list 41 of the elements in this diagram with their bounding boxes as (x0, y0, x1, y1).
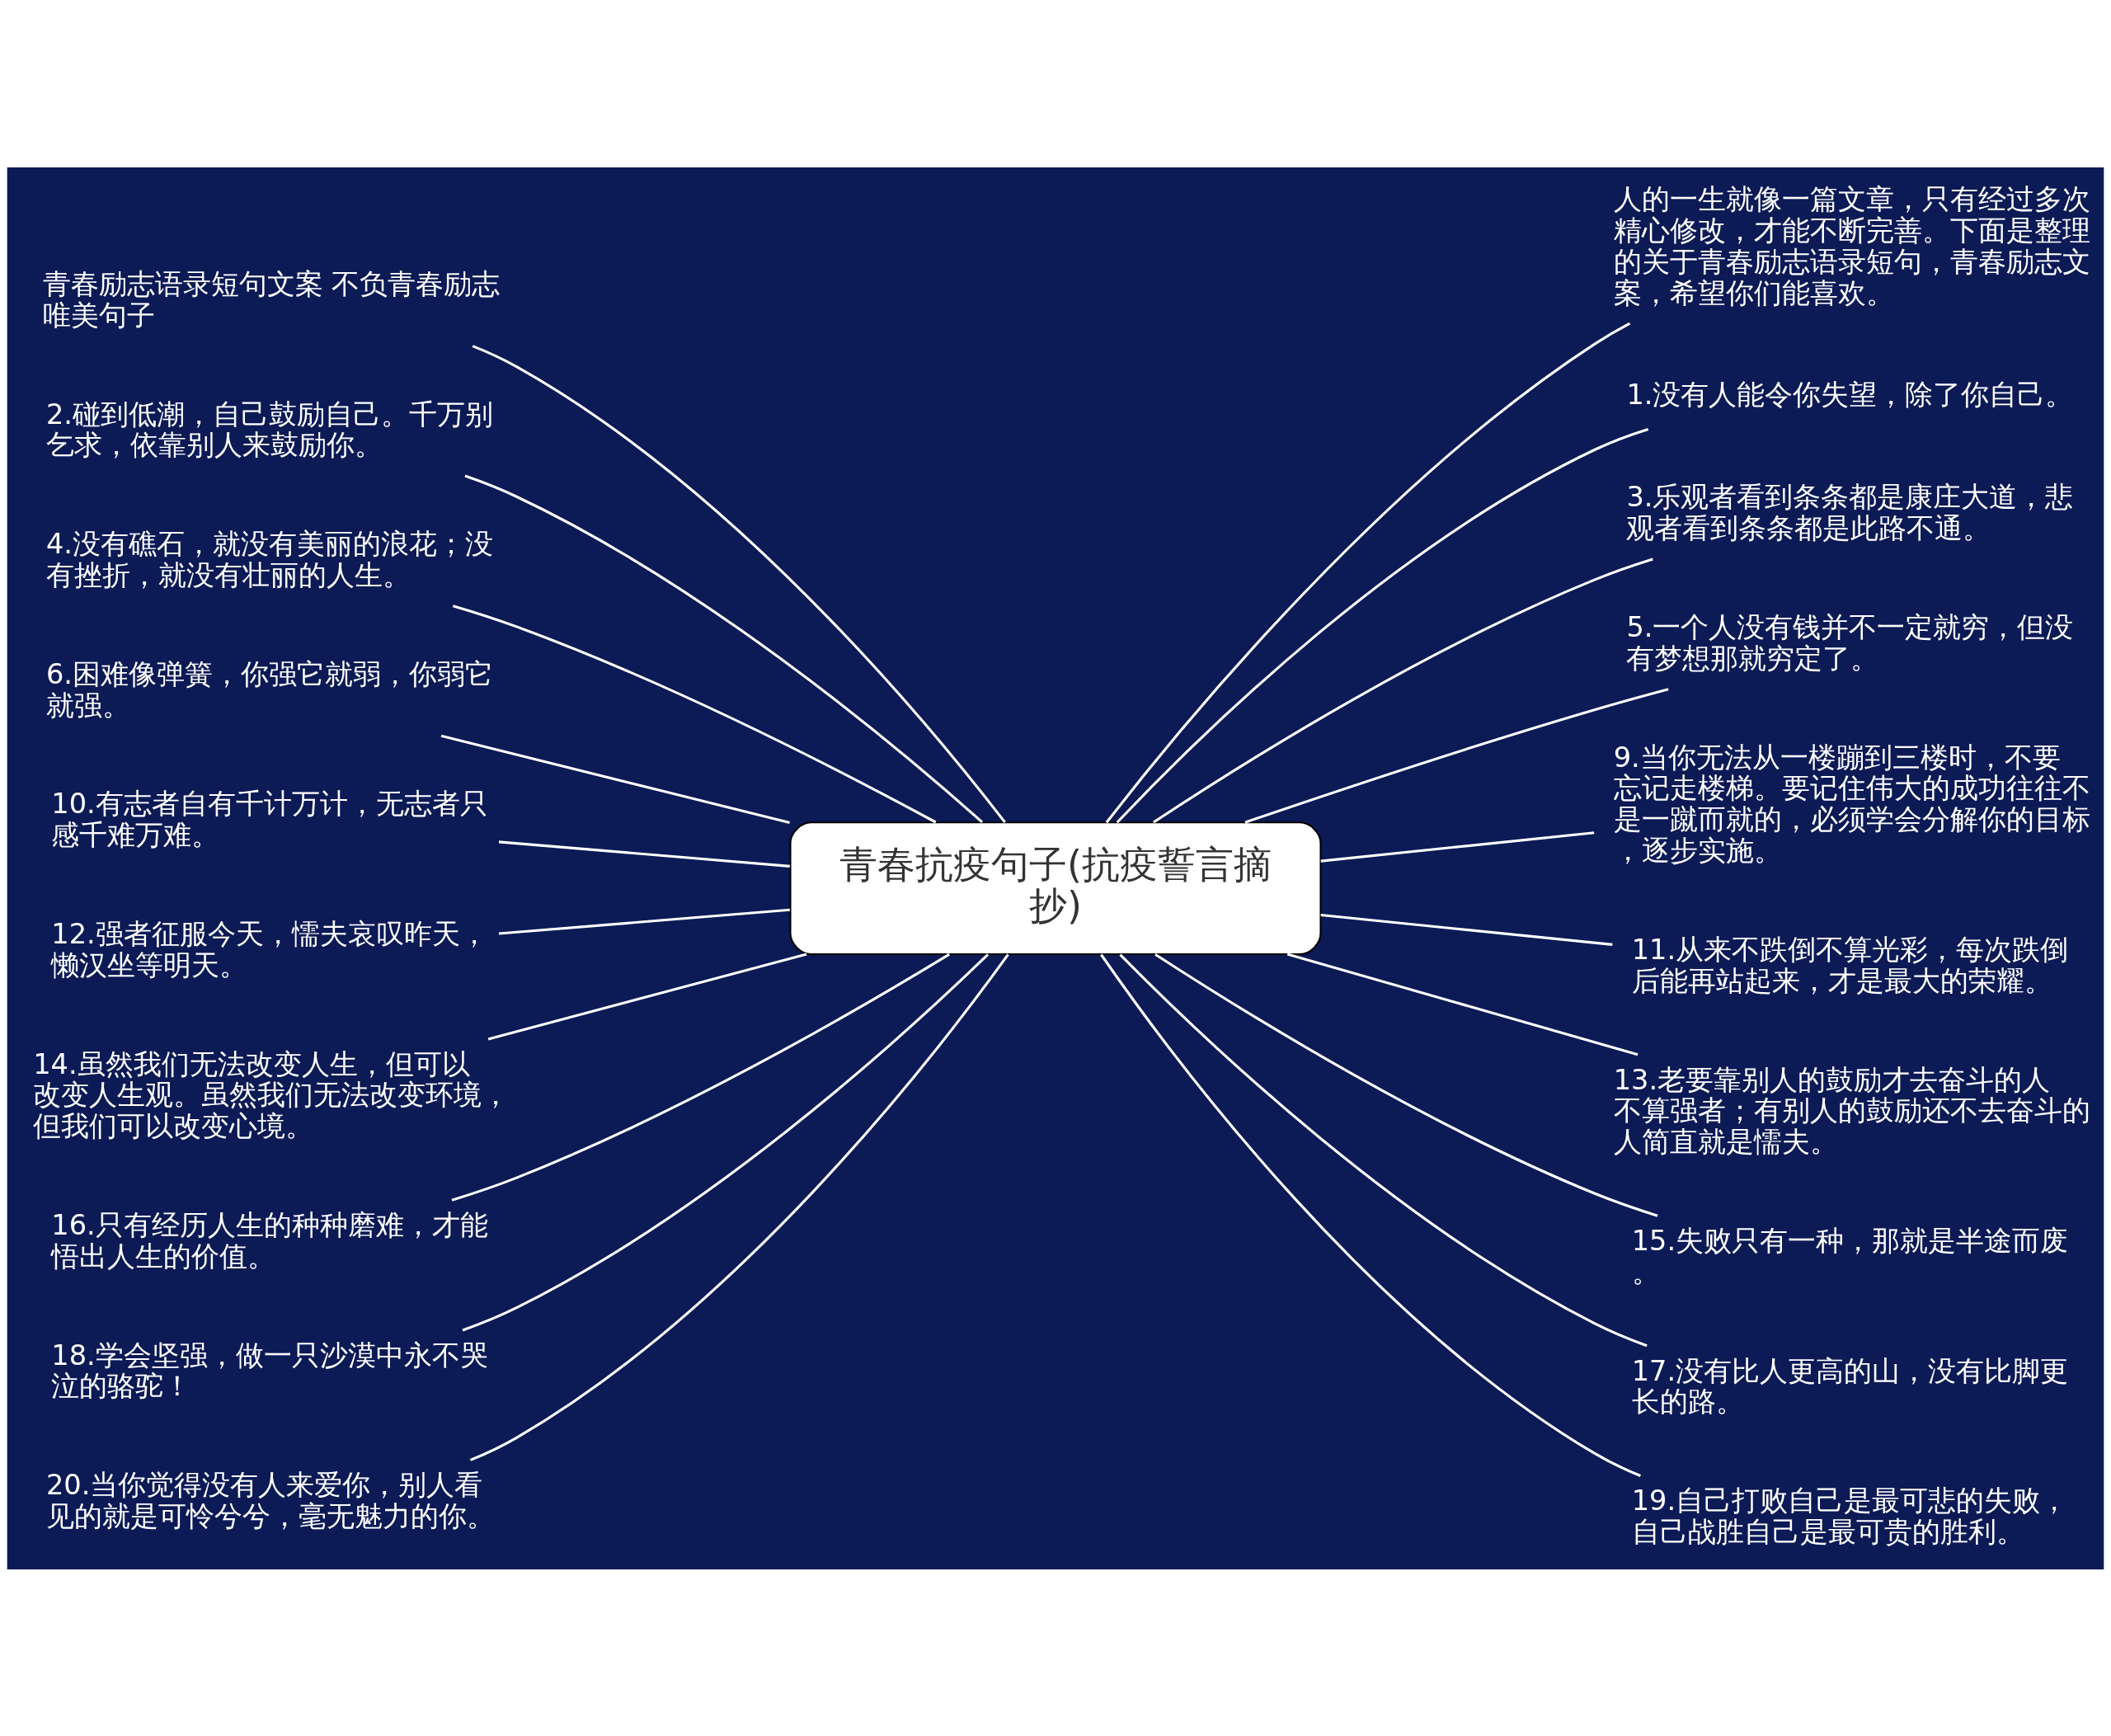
node-text: 2.碰到低潮，自己鼓励自己。千万别乞求，依靠别人来鼓励你。 (45, 398, 494, 461)
node-box: 青春抗疫句子(抗疫誓言摘抄) (789, 821, 1322, 955)
connector (440, 734, 790, 824)
node-text: 16.只有经历人生的种种磨难，才能悟出人生的价值。 (51, 1208, 488, 1273)
connector (1154, 953, 1658, 1217)
connector (469, 953, 1009, 1461)
node-text: 5.一个人没有钱并不一定就穷，但没有梦想那就穷定了。 (1626, 610, 2074, 675)
connector (1100, 953, 1642, 1477)
connector (462, 953, 990, 1331)
node-text: 3.乐观者看到条条都是康庄大道，悲观者看到条条都是此路不通。 (1626, 480, 2074, 544)
connector (1320, 830, 1595, 863)
node-text: 20.当你觉得没有人来爱你，别人看见的就是可怜兮兮，毫无魅力的你。 (45, 1468, 495, 1532)
connector (498, 908, 790, 935)
connector (498, 840, 790, 868)
connector (452, 604, 937, 823)
node-text: 青春励志语录短句文案 不负青春励志唯美句子 (42, 267, 501, 332)
node-text: 14.虽然我们无法改变人生，但可以改变人生观。虽然我们无法改变环境，但我们可以改变心境。 (33, 1047, 510, 1142)
node-text: 1.没有人能令你失望，除了你自己。 (1626, 378, 2074, 411)
node-text: 17.没有比人更高的山，没有比脚更长的路。 (1631, 1354, 2069, 1418)
connector (1286, 953, 1638, 1056)
connector (464, 474, 984, 823)
connector (1153, 557, 1653, 823)
connector (472, 344, 1006, 823)
node-text: 9.当你无法从一楼蹦到三楼时，不要忘记走楼梯。要记住伟大的成功往往不是一蹴而就的，必须学会分解你的目标，逐步实施。 (1613, 741, 2090, 867)
connector (451, 953, 951, 1202)
connector (487, 953, 807, 1040)
node-text: 11.从来不跌倒不算光彩，每次跌倒后能再站起来，才是最大的荣耀。 (1631, 933, 2069, 997)
connector (1105, 322, 1631, 823)
connector (1320, 913, 1613, 946)
node-text: 人的一生就像一篇文章，只有经过多次精心修改，才能不断完善。下面是整理的关于青春励志语录短句，青春励志文案，希望你们能喜欢。 (1613, 182, 2090, 308)
connector (1244, 687, 1669, 824)
node-text: 4.没有礁石，就没有美丽的浪花；没有挫折，就没有壮丽的人生。 (45, 527, 494, 591)
node-text: 10.有志者自有千计万计，无志者只感千难万难。 (51, 787, 488, 851)
node-text: 18.学会坚强，做一只沙漠中永不哭泣的骆驼！ (51, 1338, 488, 1402)
connector (1116, 427, 1649, 823)
node-text: 15.失败只有一种，那就是半途而废。 (1631, 1224, 2069, 1288)
connector (1119, 953, 1648, 1347)
node-text: 19.自己打败自己是最可悲的失败，自己战胜自己是最可贵的胜利。 (1631, 1484, 2069, 1548)
node-text: 6.困难像弹簧，你强它就弱，你弱它就强。 (45, 657, 494, 722)
node-text: 12.强者征服今天，懦夫哀叹昨天，懒汉坐等明天。 (51, 917, 488, 981)
node-text: 13.老要靠别人的鼓励才去奋斗的人不算强者；有别人的鼓励还不去奋斗的人简直就是懦夫。 (1613, 1063, 2090, 1158)
